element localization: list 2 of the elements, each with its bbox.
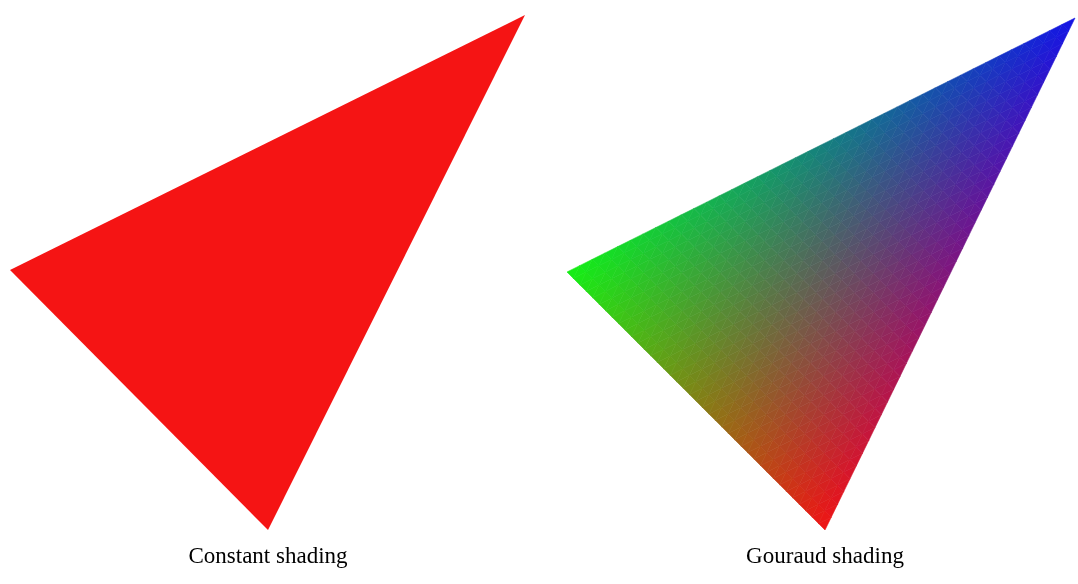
caption: Gouraud shading [746,543,904,569]
caption: Constant shading [188,543,348,569]
